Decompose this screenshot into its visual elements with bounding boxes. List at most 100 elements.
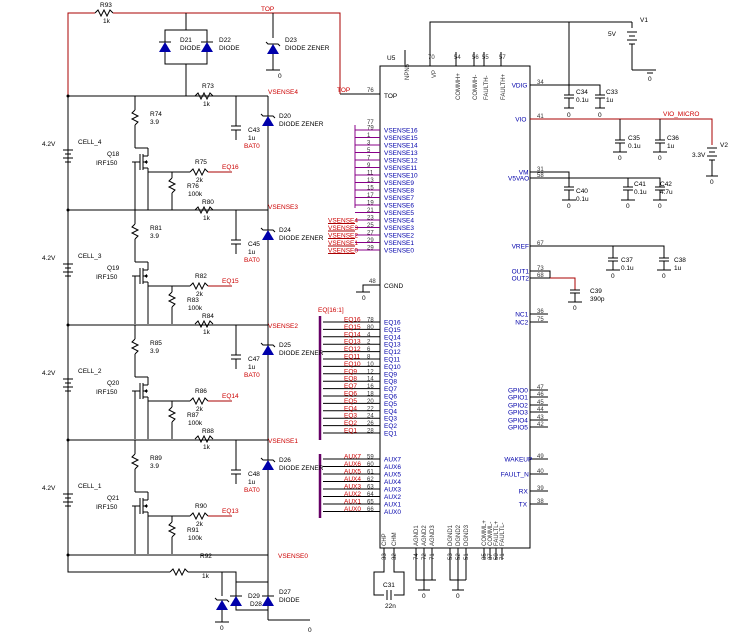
aux-net-label: AUX7: [344, 454, 361, 461]
right-pin-num: 49: [537, 454, 544, 460]
svg-text:1u: 1u: [606, 97, 614, 104]
right-pin-name: GPIO0: [508, 388, 528, 395]
eq-pin-name: EQ11: [384, 357, 401, 364]
svg-text:2k: 2k: [196, 177, 204, 184]
svg-text:100k: 100k: [188, 535, 203, 542]
svg-text:2k: 2k: [196, 291, 204, 298]
svg-text:COMMH-: COMMH-: [473, 75, 479, 100]
svg-text:C38: C38: [674, 257, 686, 264]
eq-pin-num: 26: [367, 421, 374, 427]
ic-ref-label: U5: [387, 55, 396, 62]
svg-text:5V: 5V: [608, 31, 617, 38]
right-pin-num: 43: [537, 415, 544, 421]
svg-text:C42: C42: [660, 181, 672, 188]
svg-text:1k: 1k: [202, 573, 210, 580]
svg-text:D29: D29: [248, 593, 260, 600]
svg-text:R85: R85: [150, 340, 162, 347]
vsense-pin-name: VSENSE8: [384, 188, 414, 195]
vsense-pin-num: 29: [367, 246, 374, 252]
right-pin-name: NC2: [515, 320, 528, 327]
bottom-pin-num: 35: [482, 553, 488, 560]
eq-pin-name: EQ6: [384, 394, 397, 401]
ic-body: [379, 65, 531, 549]
svg-text:1k: 1k: [203, 215, 211, 222]
svg-text:3.9: 3.9: [150, 119, 159, 126]
right-pin-name: NC1: [515, 312, 528, 319]
vsense-pin-num: 1: [367, 133, 371, 139]
svg-text:76: 76: [367, 88, 374, 94]
svg-text:D22: D22: [219, 37, 231, 44]
net-top-label: TOP: [261, 6, 274, 13]
right-pin-num: 75: [537, 317, 544, 323]
eq-net-label: EQ8: [344, 376, 357, 383]
svg-text:0: 0: [648, 76, 652, 83]
right-pin-name: GPIO2: [508, 403, 528, 410]
svg-text:22n: 22n: [385, 603, 396, 610]
svg-text:1k: 1k: [103, 18, 111, 25]
svg-text:0: 0: [362, 295, 366, 302]
right-pin-num: 47: [537, 385, 544, 391]
svg-text:100k: 100k: [188, 191, 203, 198]
eq-net-label: EQ1: [344, 428, 357, 435]
svg-text:R73: R73: [202, 83, 214, 90]
right-pin-num: 73: [537, 266, 544, 272]
bottom-pin-num: 72: [422, 553, 428, 560]
svg-text:R86: R86: [195, 388, 207, 395]
svg-text:DIODE: DIODE: [279, 597, 300, 604]
eq-pin-num: 24: [367, 414, 374, 420]
right-pin-num: 44: [537, 407, 544, 413]
svg-text:R80: R80: [202, 199, 214, 206]
svg-text:FAULTH-: FAULTH-: [484, 75, 490, 100]
svg-text:0: 0: [220, 625, 224, 632]
svg-text:0.1u: 0.1u: [621, 265, 634, 272]
right-pin-num: 34: [537, 80, 544, 86]
vsense-pin-name: VSENSE6: [384, 203, 414, 210]
net-vio-micro: VIO_MICRO: [663, 111, 699, 118]
svg-text:3.9: 3.9: [150, 348, 159, 355]
vsense-pin-name: VSENSE16: [384, 128, 418, 135]
vsense-pin-num: 5: [367, 148, 371, 154]
aux-net-label: AUX5: [344, 469, 361, 476]
eq-net-label: EQ12: [344, 346, 361, 353]
svg-text:54: 54: [454, 55, 461, 61]
svg-text:Q18: Q18: [107, 151, 120, 158]
vsense-pin-num: 27: [367, 231, 374, 237]
vsense-pin-name: VSENSE10: [384, 173, 418, 180]
eq-pin-num: 4: [367, 332, 371, 338]
svg-text:C35: C35: [628, 135, 640, 142]
svg-text:3.9: 3.9: [150, 233, 159, 240]
svg-text:D26: D26: [279, 457, 291, 464]
eq-pin-name: EQ3: [384, 416, 397, 423]
net-vsense2: VSENSE2: [268, 323, 298, 330]
svg-text:COMMH+: COMMH+: [456, 73, 462, 100]
eq-pin-num: 2: [367, 340, 371, 346]
vsense-pin-name: VSENSE9: [384, 180, 414, 187]
svg-text:DIODE: DIODE: [180, 45, 201, 52]
svg-text:0: 0: [308, 627, 312, 634]
right-pin-num: 58: [537, 173, 544, 179]
right-pin-num: 40: [537, 469, 544, 475]
aux-pin-num: 61: [367, 470, 374, 476]
eq-pin-name: EQ16: [384, 320, 401, 327]
right-pin-name: V5VAO: [508, 176, 529, 183]
bottom-pin-num: 53: [448, 553, 454, 560]
pin-top-label: TOP: [384, 93, 397, 100]
right-pin-name: VDIG: [512, 83, 528, 90]
right-pin-num: 41: [537, 114, 544, 120]
svg-text:1u: 1u: [248, 135, 256, 142]
right-pin-name: VIO: [515, 117, 526, 124]
right-pin-name: OUT2: [512, 276, 530, 283]
eq-pin-num: 80: [367, 325, 374, 331]
vsense-pin-name: VSENSE11: [384, 165, 418, 172]
eq-pin-name: EQ1: [384, 431, 397, 438]
svg-text:IRF150: IRF150: [96, 274, 118, 281]
svg-text:IRF150: IRF150: [96, 160, 118, 167]
aux-net-label: AUX4: [344, 476, 361, 483]
svg-text:R89: R89: [150, 455, 162, 462]
svg-text:0: 0: [658, 155, 662, 162]
aux-pin-num: 65: [367, 500, 374, 506]
